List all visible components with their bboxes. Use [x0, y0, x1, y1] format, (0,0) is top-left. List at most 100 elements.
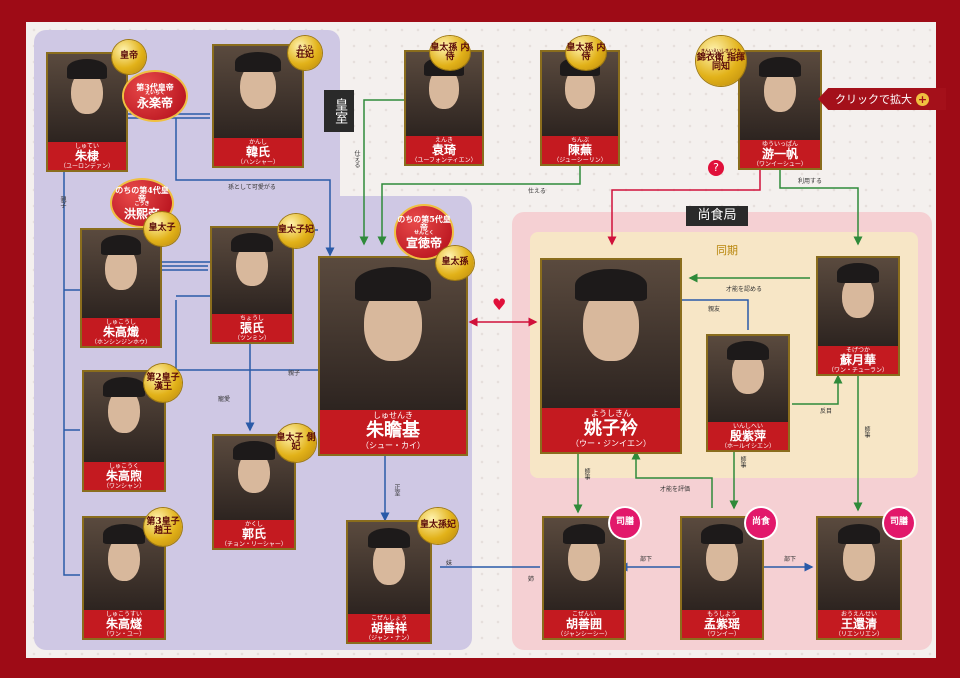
line-yaozling-yinziping: [680, 299, 749, 330]
person-card-yaozling[interactable]: ようしきん姚子衿（ウー・ジンイエン）: [540, 258, 682, 454]
portrait-image: [542, 260, 680, 408]
relation-label: 孫として可愛がる: [228, 184, 276, 191]
name-plate: こぜんい胡善囲（ジャンシーシー）: [544, 610, 624, 638]
title-badge-grandson: 皇太孫: [436, 246, 474, 280]
relation-label: 親子: [288, 370, 301, 377]
person-card-youyifan[interactable]: ゆういっぱん游一帆（ワンイーシュー）: [738, 50, 822, 170]
name-plate: おうえんせい王還清（リエンリエン）: [818, 610, 900, 638]
line-mengziyao-yaozling: [631, 450, 713, 508]
line-yinziping-suyuehua: [792, 374, 843, 405]
relation-label: 部下: [784, 556, 797, 563]
line-zhudi-children: [63, 170, 80, 576]
name-plate: いんしへい殷紫萍（ホールイシエン）: [708, 422, 788, 450]
name-plate: かくし郭氏（チョン・リーシャー）: [214, 520, 294, 548]
person-card-yinziping[interactable]: いんしへい殷紫萍（ホールイシエン）: [706, 334, 790, 452]
frame-border-bottom: [0, 658, 960, 678]
relation-label: 師事: [739, 456, 746, 468]
portrait-image: [740, 52, 820, 140]
title-badge-emperor: 皇帝: [112, 40, 146, 74]
relation-label: 才能を評価: [660, 486, 691, 493]
title-badge-second-prince: 第2皇子 漢王: [144, 364, 182, 402]
portrait-image: [212, 228, 292, 314]
portrait-image: [82, 230, 160, 318]
person-card-chenwu[interactable]: ちんぶ陳蕪（ジューシーリン）: [540, 50, 620, 166]
relation-label: 妹: [446, 560, 453, 567]
person-card-guoshi[interactable]: かくし郭氏（チョン・リーシャー）: [212, 434, 296, 550]
zoom-button-label: クリックで拡大: [835, 93, 912, 106]
relation-label: 仕える: [528, 188, 546, 195]
relation-label: 師事: [583, 468, 590, 480]
person-card-hushanxiang[interactable]: こぜんしょう胡善祥（ジャン・ナン）: [346, 520, 432, 644]
person-card-wangyunqing[interactable]: おうえんせい王還清（リエンリエン）: [816, 516, 902, 640]
love-heart-icon: ♥: [492, 295, 507, 314]
name-plate: かんし韓氏（ハンシャー）: [214, 138, 302, 166]
title-badge-jinyiwei: きんいえいしきどうち錦衣衛 指揮同知: [696, 36, 746, 86]
title-badge-sizhuan: 司膳: [610, 508, 640, 538]
title-badge-third-prince: 第3皇子 趙王: [144, 508, 182, 546]
name-plate: ちんぶ陳蕪（ジューシーリン）: [542, 136, 618, 164]
relation-label: 利用する: [798, 178, 823, 185]
title-badge-eunuch: 皇太孫 内侍: [430, 36, 470, 70]
title-badge-xuande: のちの第5代皇帝せんとく宣徳帝: [396, 206, 452, 258]
doki-zone-label: 同期: [716, 244, 738, 257]
name-plate: もうしよう孟紫瑶（ワンイー）: [682, 610, 762, 638]
line-youyifan-yaozling: [607, 170, 761, 246]
title-badge-sizhuan: 司膳: [884, 508, 914, 538]
person-card-zhugaoxu[interactable]: しゅこうく朱高煦（ワンシャン）: [82, 370, 166, 492]
portrait-image: [320, 258, 466, 410]
relation-label: 親子: [59, 196, 66, 208]
title-badge-crown-princess: 皇太子妃: [278, 214, 314, 248]
relation-label: 才能を認める: [726, 286, 763, 293]
name-plate: しゅてい朱棣（ユーロンデァン）: [48, 142, 126, 170]
title-badge-shangshi: 尚食: [746, 508, 776, 538]
imperial-zone-label: 皇室: [324, 90, 354, 132]
person-card-hanshi[interactable]: かんし韓氏（ハンシャー）: [212, 44, 304, 168]
portrait-image: [544, 518, 624, 610]
person-card-hushanwei[interactable]: こぜんい胡善囲（ジャンシーシー）: [542, 516, 626, 640]
line-youyifan-suyuehua: [779, 170, 863, 246]
relation-label: 親友: [708, 306, 721, 313]
name-plate: ちょうし張氏（ツンミン）: [212, 314, 292, 342]
line-zhudi-zhuzhanji: [175, 118, 335, 257]
title-badge-hongxi: のちの第4代皇帝こうき洪熙帝: [112, 180, 172, 226]
name-plate: しゅこうく朱高煦（ワンシャン）: [84, 462, 164, 490]
person-card-zhudi[interactable]: しゅてい朱棣（ユーロンデァン）: [46, 52, 128, 172]
line-yuanqi-zhuzhanji: [359, 99, 405, 246]
frame-border-top: [0, 0, 960, 22]
name-plate: ようしきん姚子衿（ウー・ジンイエン）: [542, 408, 680, 452]
portrait-image: [214, 436, 294, 520]
name-plate: そげつか蘇月華（ワン・チューラン）: [818, 346, 898, 374]
portrait-image: [682, 518, 762, 610]
relation-label: 部下: [640, 556, 653, 563]
name-plate: しゅせんき朱瞻基（シュー・カイ）: [320, 410, 466, 454]
unrequited-heart-icon: ?: [708, 160, 724, 176]
person-card-zhugaochi[interactable]: しゅこうし朱高熾（ホンシンジンホウ）: [80, 228, 162, 348]
title-badge-concubine: 皇太子 側妃: [276, 424, 316, 462]
name-plate: えんき袁琦（ユーフォンティエン）: [406, 136, 482, 164]
name-plate: しゅこうし朱高熾（ホンシンジンホウ）: [82, 318, 160, 346]
portrait-image: [348, 522, 430, 614]
portrait-image: [818, 518, 900, 610]
person-card-zhangshi[interactable]: ちょうし張氏（ツンミン）: [210, 226, 294, 344]
portrait-image: [48, 54, 126, 142]
relation-label: 姉: [528, 576, 535, 583]
portrait-image: [818, 258, 898, 346]
person-card-zhuzhanji[interactable]: しゅせんき朱瞻基（シュー・カイ）: [318, 256, 468, 456]
zoom-button[interactable]: クリックで拡大 +: [818, 88, 946, 110]
frame-border-right: [936, 0, 960, 678]
name-plate: ゆういっぱん游一帆（ワンイーシュー）: [740, 140, 820, 168]
name-plate: しゅこうすい朱高燧（ワン・ユー）: [84, 610, 164, 638]
name-plate: こぜんしょう胡善祥（ジャン・ナン）: [348, 614, 430, 642]
person-card-suyuehua[interactable]: そげつか蘇月華（ワン・チューラン）: [816, 256, 900, 376]
portrait-image: [214, 46, 302, 138]
shokushokukyoku-zone-label: 尚食局: [686, 206, 748, 226]
person-card-mengziyao[interactable]: もうしよう孟紫瑶（ワンイー）: [680, 516, 764, 640]
title-badge-crown-prince: 皇太子: [144, 212, 180, 246]
line-chenwu-zhuzhanji: [377, 160, 581, 246]
relation-label: 師事: [863, 426, 870, 438]
title-badge-yongle: 第3代皇帝えいらく永楽帝: [124, 72, 186, 120]
relation-label: 正室: [393, 484, 400, 496]
relation-label: 寵愛: [218, 396, 231, 403]
title-badge-grandson-consort: 皇太孫妃: [418, 508, 458, 544]
